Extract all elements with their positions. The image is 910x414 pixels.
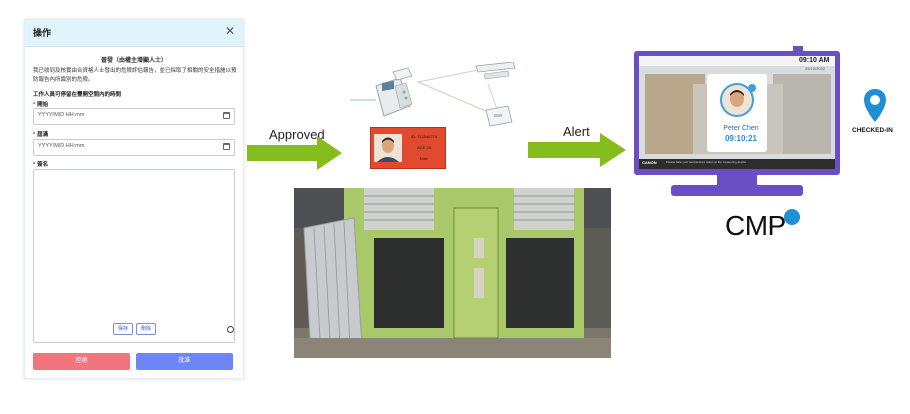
access-control-devices-icon <box>350 62 516 127</box>
radio-circle-icon[interactable] <box>227 326 234 333</box>
clear-signature-button[interactable]: 刪除 <box>136 323 157 335</box>
start-label-text: 開始 <box>37 102 49 108</box>
end-placeholder: YYYY/M/D HH:mm <box>38 143 85 149</box>
end-label-text: 屆滿 <box>37 132 49 138</box>
monitor-check-time: 09:10:21 <box>724 134 758 143</box>
approved-label: Approved <box>269 127 325 142</box>
construction-hoist-photo <box>294 188 611 358</box>
declaration-body: 我已收到及核實由合資格人士發出的危險評估報告，並已採取了相關的安全措施以預防報告… <box>33 68 237 83</box>
calendar-icon[interactable] <box>223 143 230 150</box>
reject-button[interactable]: 拒絕 <box>33 353 130 370</box>
cmp-logo-dot <box>784 209 800 225</box>
monitor-date: 25/10/2022 <box>805 66 826 71</box>
start-label: *開始 <box>33 100 48 108</box>
checked-in-label: CHECKED-IN <box>852 127 893 134</box>
signature-pad[interactable]: 保存 刪除 <box>33 169 235 343</box>
approve-button[interactable]: 批准 <box>136 353 233 370</box>
alert-label: Alert <box>563 124 590 139</box>
required-mark: * <box>33 132 36 138</box>
signature-label: *簽名 <box>33 160 48 168</box>
monitor-person-name: Peter Chen <box>723 125 759 132</box>
start-datetime-input[interactable]: YYYY/M/D HH:mm <box>33 108 235 125</box>
cmp-logo: CMP <box>725 210 786 241</box>
monitor-icon <box>634 46 840 196</box>
id-number: ID: 712546774 <box>410 134 438 139</box>
monitor-time: 09:10 AM <box>799 57 830 64</box>
approved-arrow-icon <box>247 136 342 170</box>
id-age: AGE 28 <box>416 145 431 150</box>
monitor-brand: CANON <box>642 160 657 165</box>
modal-header: 操作 ✕ <box>25 20 243 47</box>
end-label: *屆滿 <box>33 130 48 138</box>
required-mark: * <box>33 102 36 108</box>
start-placeholder: YYYY/M/D HH:mm <box>38 112 85 118</box>
close-icon[interactable]: ✕ <box>224 24 236 38</box>
signature-label-text: 簽名 <box>37 162 49 168</box>
modal-title: 操作 <box>33 28 52 38</box>
declaration-title: 晉發（由權主增顯人士） <box>100 58 167 64</box>
end-datetime-input[interactable]: YYYY/M/D HH:mm <box>33 139 235 156</box>
id-gender: Male <box>419 156 429 161</box>
monitor-footer: Please face your temperature taken at th… <box>666 160 747 164</box>
section-label: 工作人員可停留在豐開空間內的時間 <box>33 92 122 98</box>
location-pin-icon <box>864 89 886 122</box>
person-photo-icon <box>374 134 402 162</box>
required-mark: * <box>33 162 36 168</box>
id-card: ID: 712546774 AGE 28 Male <box>370 127 446 169</box>
operation-modal: 操作 ✕ 晉發（由權主增顯人士） 我已收到及核實由合資格人士發出的危險評估報告，… <box>24 19 244 379</box>
alert-arrow-icon <box>528 133 626 167</box>
calendar-icon[interactable] <box>223 112 230 119</box>
id-photo-avatar <box>374 134 402 162</box>
save-signature-button[interactable]: 保存 <box>113 323 134 335</box>
